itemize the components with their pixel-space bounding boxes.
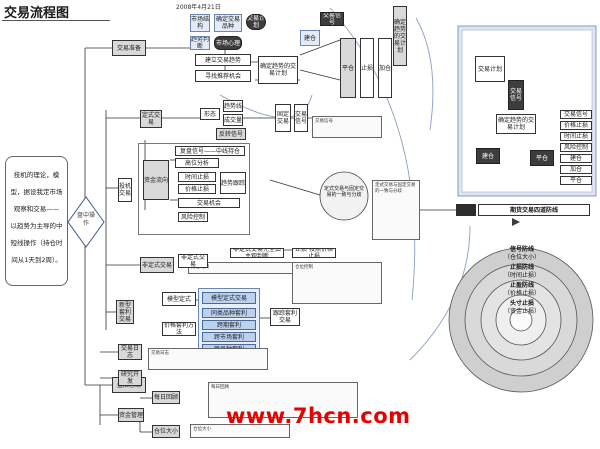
cross-market-arb-node: 跨市场套利 xyxy=(202,332,256,342)
trend-judgement-node: 趋势判断 xyxy=(190,36,210,50)
speculative-trade-node: 投机交易 xyxy=(118,178,132,202)
right-exit-node: 平仓 xyxy=(530,150,554,166)
right-list-4: 风险控制 xyxy=(560,143,592,152)
entry-node: 建仓 xyxy=(300,30,320,46)
right-list-6: 加仓 xyxy=(560,165,592,174)
summary-line-4: 以趋势为主导的中 xyxy=(10,222,63,230)
ring-label-2: 止损防线 xyxy=(509,264,534,271)
fixed-trade-signal-node-2: 交易信号 xyxy=(294,104,308,132)
same-period-arb-node: 同类品种套利 xyxy=(202,308,256,318)
summary-line-6: 间从1天到2周）。 xyxy=(11,256,62,264)
nonfixed-note-d: 仓位控制 xyxy=(292,262,382,304)
find-opportunity-node: 寻找推荐机会 xyxy=(195,70,251,82)
nonfixed-trade-node: 非定式交易 xyxy=(140,257,174,273)
ring-label-1b: （仓位大小） xyxy=(503,254,540,261)
right-list-7: 平仓 xyxy=(560,176,592,185)
entry-window-node: 交易机会 xyxy=(178,198,240,208)
right-confirm-node: 确定趋势的交易计划 xyxy=(496,114,536,134)
right-plan-node: 交易计划 xyxy=(475,56,505,82)
right-list-2: 价格止损 xyxy=(560,121,592,130)
exit-node: 平仓 xyxy=(340,38,356,98)
signal-node: 交易信号 xyxy=(320,12,344,26)
time-stop-node: 时间止损 xyxy=(178,172,216,182)
money-flow-node: 资金流向 xyxy=(143,160,169,200)
model-fixed-trade-node: 模型定式交易 xyxy=(202,292,256,304)
volume-node: 成交量 xyxy=(223,114,243,126)
stop-node: 止损 xyxy=(360,38,374,98)
confirm-plan-node: 确定趋势的交易计划 xyxy=(258,56,298,84)
market-psychology-node: 市场心理 xyxy=(214,36,242,50)
right-entry-node: 建仓 xyxy=(476,148,500,164)
ring-label-4: 头寸止损 xyxy=(509,300,534,307)
ring-label-2b: （时间止损） xyxy=(503,272,540,279)
rule-2-node: 高位分析 xyxy=(175,158,219,168)
daily-review-note: 每日回顾 xyxy=(208,382,358,418)
summary-line-3: 观察和交易—— xyxy=(13,205,60,213)
upper-right-column: 确定趋势的交易计划 xyxy=(393,6,407,66)
pattern-node: 形态 xyxy=(200,108,220,120)
trend-follow-node: 趋势跟踪 xyxy=(220,172,246,194)
right-list-3: 时间止损 xyxy=(560,132,592,141)
price-stop-node: 价格止损 xyxy=(178,184,216,194)
position-size-node: 仓位大小 xyxy=(152,425,180,438)
fixed-trade-node: 定式交易 xyxy=(140,110,162,128)
nonfixed-note-b: 止损 按照价格止损 xyxy=(292,248,336,258)
ring-label-1: 信号防线 xyxy=(509,246,534,253)
trendline-node: 趋势线 xyxy=(223,100,243,112)
arb-method-node: 价格套利方法 xyxy=(162,322,196,336)
nonfixed-label-node: 非定式交易 xyxy=(178,254,208,268)
page-title: 交易流程图 xyxy=(4,6,70,21)
capital-mgmt-node: 资金管理 xyxy=(118,408,144,422)
reversal-signal-node: 反转信号 xyxy=(216,128,246,140)
rule-1-node: 复盘信号——中线持仓 xyxy=(175,146,245,156)
build-trend-node: 建立交易趋势 xyxy=(195,54,251,66)
ring-label-3: 止盈防线 xyxy=(509,282,534,289)
research-node: 研究开发 xyxy=(118,370,142,386)
nonfixed-note-a: 非定式交易完全由主观判断 xyxy=(230,248,284,258)
fixed-trade-signal-node: 固定交易 xyxy=(275,104,291,132)
new-arbitrage-node: 新型套利交易 xyxy=(116,300,134,324)
consistency-node-label: 定式交易与固定交易的一致与分歧 xyxy=(323,186,364,198)
fixed-trade-group xyxy=(138,143,250,235)
summary-line-1: 技机的理论，模 xyxy=(13,171,60,179)
market-structure-node: 市场结构 xyxy=(190,14,210,32)
ring-label-3b: （价格止损） xyxy=(503,290,540,297)
right-list-5: 建仓 xyxy=(560,154,592,163)
add-position-node: 加仓 xyxy=(378,38,392,98)
trade-journal-node: 交易日志 xyxy=(118,344,142,360)
diamond-label: 盘中操作 xyxy=(76,212,95,227)
position-size-note: 仓位大小 xyxy=(190,424,290,438)
signal-note: 交易信号 xyxy=(312,116,382,138)
website-watermark: www.7hcn.com xyxy=(226,404,411,428)
strategy-summary-panel: 技机的理论，模 型，据设我定市场 观察和交易—— 以趋势为主导的中 短线操作（持… xyxy=(5,156,68,286)
model-fixed-node: 模型定式 xyxy=(162,292,196,306)
four-defenses-label: 期货交易四道防线 xyxy=(478,204,590,216)
right-signal-node: 交易信号 xyxy=(508,80,524,110)
cross-period-arb-node: 跨期套利 xyxy=(202,320,256,330)
select-product-node: 确定交易品种 xyxy=(214,14,242,32)
right-list-1: 交易信号 xyxy=(560,110,592,119)
daily-review-node: 每日回顾 xyxy=(152,391,180,404)
ring-label-4b: （资金止损） xyxy=(503,308,540,315)
trade-prep-node: 交易准备 xyxy=(112,40,146,56)
arb-result-node: 跟踪套利交易 xyxy=(270,308,300,326)
consistency-note: 定式交易与固定交易的一致与分歧 xyxy=(372,180,420,240)
risk-control-node: 风险控制 xyxy=(178,212,208,222)
journal-note: 交易日志 xyxy=(148,348,268,370)
title-underline xyxy=(2,20,110,21)
summary-line-5: 短线操作（持仓时 xyxy=(10,239,63,247)
trade-plan-node: 交易计划 xyxy=(246,14,266,30)
summary-line-2: 型，据设我定市场 xyxy=(10,188,63,196)
date-label: 2008年4月21日 xyxy=(176,4,221,11)
